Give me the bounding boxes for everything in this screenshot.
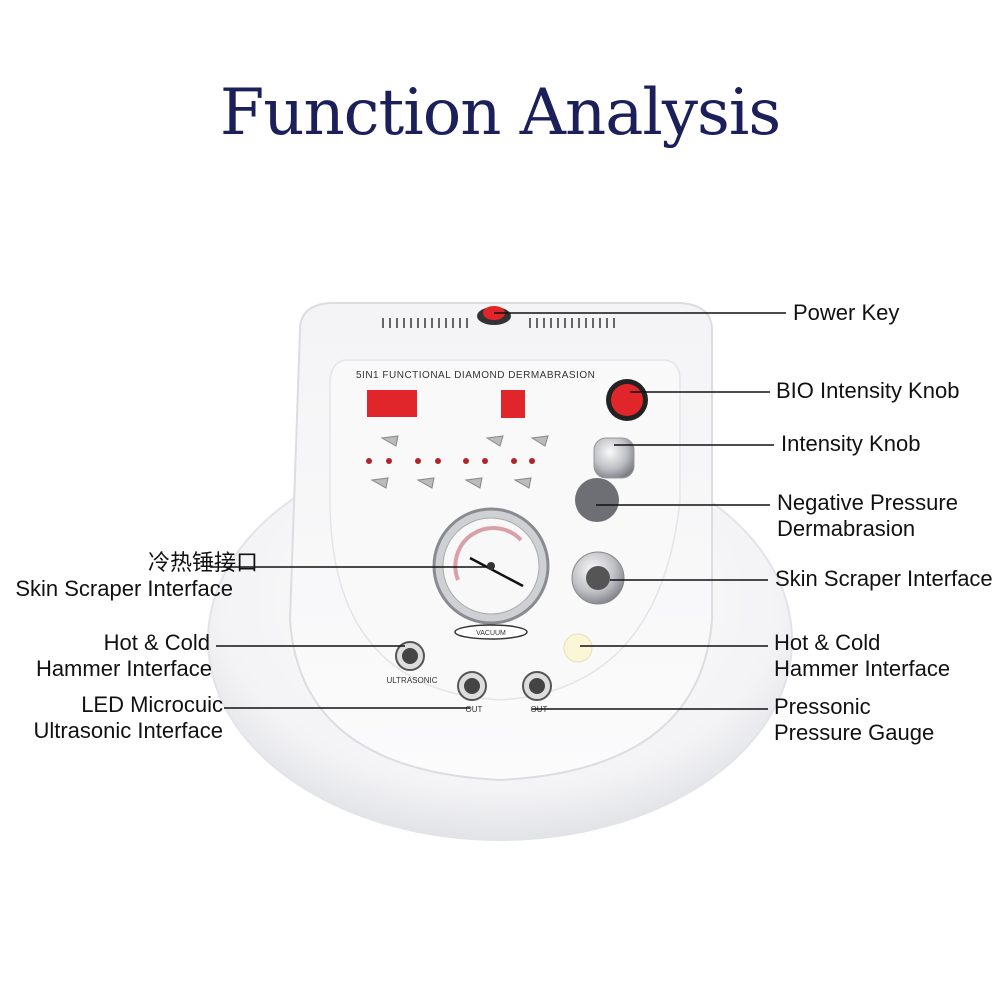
gauge-brand-badge: [454, 624, 528, 640]
callout-text: Hot & Cold: [103, 630, 210, 655]
callout-text: Power Key: [793, 300, 900, 325]
panel-heading: 5IN1 FUNCTIONAL DIAMOND DERMABRASION: [356, 370, 595, 381]
callout-text: Dermabrasion: [777, 516, 916, 541]
port-label-out-1: OUT: [466, 705, 483, 714]
callout-text: Hammer Interface: [35, 656, 212, 681]
callout-text: Skin Scraper Interface: [775, 566, 993, 591]
callout-text: Pressure Gauge: [774, 720, 935, 745]
callout-bio-intensity-knob: BIO Intensity Knob: [776, 378, 959, 404]
callout-skin-scraper-right: Skin Scraper Interface: [775, 566, 993, 592]
gauge-brand-text: VACUUM: [476, 630, 506, 637]
display-left: [367, 390, 417, 417]
bottom-ports[interactable]: [395, 641, 552, 701]
callout-text: Negative Pressure: [777, 490, 958, 515]
callout-power-key: Power Key: [793, 300, 899, 326]
hot-cold-port-right[interactable]: [563, 633, 593, 663]
callout-text: Pressonic: [774, 694, 871, 719]
control-buttons[interactable]: [370, 435, 549, 489]
callout-text: Hot & Cold: [774, 630, 881, 655]
callout-text: Intensity Knob: [781, 431, 921, 456]
pressure-gauge: [432, 507, 550, 625]
callout-text: Hammer Interface: [774, 656, 951, 681]
callout-text: Ultrasonic Interface: [33, 718, 223, 743]
intensity-knob[interactable]: [593, 437, 635, 479]
callout-text: Skin Scraper Interface: [15, 576, 233, 601]
leader-lines: [210, 312, 786, 710]
vent-grille: [382, 318, 615, 328]
callout-intensity-knob: Intensity Knob: [781, 431, 920, 457]
display-right: [501, 390, 525, 418]
callout-text: BIO Intensity Knob: [776, 378, 960, 403]
callout-text: 冷热锤接口: [147, 550, 258, 575]
negative-pressure-knob[interactable]: [575, 478, 619, 522]
indicator-leds: [366, 458, 535, 464]
page-title: Function Analysis: [219, 76, 781, 150]
port-label-ultrasonic: ULTRASONIC: [387, 676, 438, 685]
callout-text: LED Microcuic: [81, 692, 223, 717]
